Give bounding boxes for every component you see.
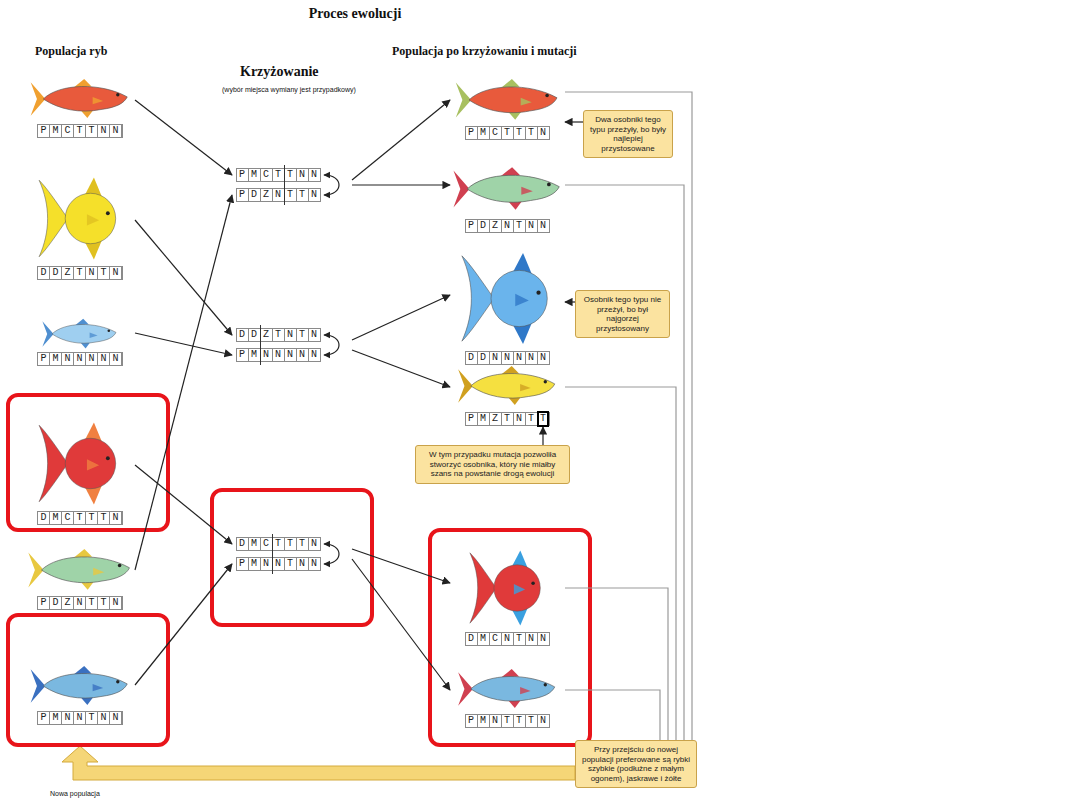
fish-figure (462, 253, 547, 344)
highlight-frame (212, 490, 372, 625)
genome-string: D D Z T N T N (37, 266, 122, 280)
connector-arrow (135, 465, 232, 544)
crossover-point (260, 325, 261, 345)
crossover-point (272, 554, 273, 574)
fish-card: D D Z T N T N (25, 175, 135, 280)
fish-card: P M C T T T N (450, 78, 565, 140)
genome-string: P M C T T T N (465, 126, 550, 140)
fish-card: P M C T T N N (25, 78, 135, 138)
column-heading: Populacja po krzyżowaniu i mutacji (392, 44, 577, 59)
connector-arrow (352, 350, 450, 387)
swap-arrow (324, 175, 339, 195)
connector-arrow (135, 564, 232, 685)
fish-figure (458, 366, 555, 405)
highlight-frames (8, 395, 590, 745)
crossover-pair: P M C T T N N P D Z N T T N (232, 168, 352, 202)
fish-figure (453, 167, 559, 210)
connector-arrow (565, 185, 684, 740)
highlight-frame (8, 615, 168, 745)
fish-card: P D Z N T T N (25, 548, 135, 610)
arrow-label: Nowa populacja (50, 790, 100, 797)
genome-string: P M N N T N N (37, 711, 122, 725)
connector-arrow (135, 195, 232, 570)
swap-arrows (324, 175, 339, 564)
callout-text: W tym przypadku mutacja pozwoliła stworz… (429, 450, 556, 478)
genome-string: D M C N T N N (465, 632, 550, 646)
fish-card: P M Z T N T T (450, 365, 565, 426)
highlight-frame (430, 530, 590, 745)
swap-arrow (324, 335, 339, 355)
mutation-mark (537, 411, 549, 427)
genome-string: P M C T T N N (37, 124, 122, 138)
fish-card: P D Z N T N N (450, 163, 565, 233)
connector-arrow (135, 100, 232, 175)
genome-string: P D Z N T T N (236, 188, 321, 202)
column-subheading: (wybór miejsca wymiany jest przypadkowy) (222, 86, 356, 93)
fish-card: D M C N T N N (450, 548, 565, 646)
connector-arrow (565, 690, 660, 740)
fish-figure (458, 669, 555, 708)
crossover-pair: D D Z T N T N P M N N N N N (232, 328, 352, 362)
callout-text: Osobnik tego typu nie przeżył, bo był na… (584, 295, 661, 333)
genome-string: P M N N N N N (236, 348, 321, 362)
highlight-frame (8, 395, 168, 530)
genome-string: D D N N N N N (465, 351, 550, 365)
callout-box: Przy przejściu do nowej populacji prefer… (575, 740, 697, 788)
callout-box: Osobnik tego typu nie przeżył, bo był na… (575, 290, 670, 338)
genome-string: P M N N N N N (37, 352, 122, 366)
diagram-title: Proces ewolucji (200, 6, 510, 22)
fish-card: P M N T T T N (450, 668, 565, 728)
crossover-point (284, 185, 285, 205)
fish-figure (39, 423, 116, 505)
connector-arrow (135, 220, 232, 335)
genome-string: P M N N T N N (236, 557, 321, 571)
connector-arrow (542, 427, 543, 445)
connector-arrow (352, 559, 450, 690)
genome-string: P M N T T T N (465, 714, 550, 728)
connector-arrow (565, 92, 692, 740)
connector-arrow (135, 333, 232, 355)
new-population-arrow (62, 746, 575, 780)
genome-string: P M C T T N N (236, 168, 321, 182)
callout-box: Dwa osobniki tego typu przeżyły, bo były… (583, 110, 673, 158)
connector-arrow (352, 100, 450, 180)
fish-figure (456, 79, 557, 120)
connector-arrow (565, 588, 668, 740)
fish-card: D M C T T T N (25, 420, 135, 525)
fish-card: D D N N N N N (450, 250, 565, 365)
genome-string: P D Z N T T N (37, 596, 122, 610)
fish-figure (28, 549, 129, 590)
fish-figure (42, 319, 116, 349)
column-heading: Krzyżowanie (240, 64, 319, 80)
fish-figure (39, 178, 116, 260)
genome-string: P M Z T N T T (465, 412, 550, 426)
fish-card: P M N N T N N (25, 665, 135, 725)
callout-text: Dwa osobniki tego typu przeżyły, bo były… (590, 115, 666, 153)
crossover-pair: D M C T T T N P M N N T N N (232, 537, 352, 571)
connector-arrow (352, 295, 450, 340)
genome-string: D M C T T T N (236, 537, 321, 551)
connector-arrow (565, 387, 676, 740)
crossover-point (272, 534, 273, 554)
fish-figure (470, 550, 540, 625)
callout-box: W tym przypadku mutacja pozwoliła stworz… (415, 445, 570, 484)
connector-arrow (565, 121, 583, 122)
connector-arrow (565, 301, 575, 302)
fish-figure (31, 79, 128, 118)
column-heading: Populacja ryb (35, 44, 107, 59)
genome-string: D M C T T T N (37, 511, 122, 525)
genome-string: P D Z N T N N (465, 219, 550, 233)
swap-arrow (324, 544, 339, 564)
connector-arrow (352, 184, 450, 185)
genome-string: D D Z T N T N (236, 328, 321, 342)
fish-card: P M N N N N N (25, 318, 135, 366)
crossover-point (260, 345, 261, 365)
callout-text: Przy przejściu do nowej populacji prefer… (582, 745, 690, 783)
fish-figure (31, 666, 128, 705)
crossover-point (284, 165, 285, 185)
